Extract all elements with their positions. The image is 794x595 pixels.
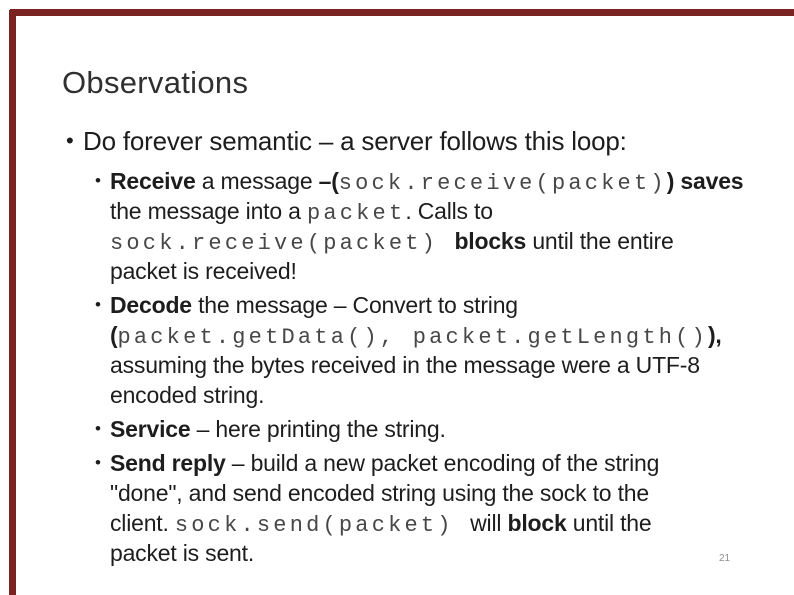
text-run: packet.getData(), packet.getLength()	[117, 325, 708, 350]
text-line: Decode the message – Convert to string	[110, 290, 722, 320]
text-run: Receive	[110, 168, 196, 194]
bullet-item-receive: • Receive a message –(sock.receive(packe…	[95, 166, 744, 286]
text-run: Decode	[110, 292, 192, 318]
text-line: Service – here printing the string.	[110, 414, 446, 444]
bullet-text: Decode the message – Convert to string (…	[110, 290, 722, 410]
text-line: (packet.getData(), packet.getLength()),	[110, 320, 722, 350]
text-run: "done", and send encoded string using th…	[110, 480, 649, 506]
text-run: blocks	[454, 228, 527, 254]
text-run: will	[470, 510, 508, 536]
bullet-text: Service – here printing the string.	[110, 414, 446, 444]
main-bullet-text: Do forever semantic – a server follows t…	[83, 126, 627, 156]
text-run: Send reply	[110, 450, 226, 476]
slide-title: Observations	[62, 65, 249, 100]
text-run: ) saves	[666, 168, 744, 194]
bullet-text: Send reply – build a new packet encoding…	[110, 448, 659, 568]
text-line: sock.receive(packet) blocks until the en…	[110, 226, 743, 256]
text-line: the message into a packet. Calls to	[110, 196, 743, 226]
text-line: Send reply – build a new packet encoding…	[110, 448, 659, 478]
text-run: –(	[318, 168, 339, 194]
text-run: until the entire	[526, 228, 674, 254]
text-run: Service	[110, 416, 191, 442]
text-run: . Calls to	[405, 198, 493, 224]
text-run: encoded string.	[110, 382, 265, 408]
text-run: – build a new packet encoding of the str…	[225, 450, 660, 476]
text-run: block	[507, 510, 567, 536]
text-line: packet is received!	[110, 256, 743, 286]
text-run: the message into a	[110, 198, 307, 224]
bullet-marker: •	[95, 419, 101, 438]
text-run: sock.receive(packet)	[110, 231, 455, 256]
text-run: client.	[110, 510, 175, 536]
text-run: the message – Convert to string	[191, 292, 518, 318]
bullet-marker: •	[95, 171, 101, 190]
text-line: packet is sent.	[110, 538, 659, 568]
sub-bullet-list: • Receive a message –(sock.receive(packe…	[95, 166, 744, 568]
bullet-item-send-reply: • Send reply – build a new packet encodi…	[95, 448, 743, 568]
text-run: assuming the bytes received in the messa…	[110, 352, 700, 378]
text-run: sock.receive(packet)	[338, 171, 667, 196]
text-run: until the	[566, 510, 652, 536]
text-run: packet	[306, 201, 406, 226]
page-number: 21	[719, 553, 731, 564]
bullet-marker: •	[95, 453, 101, 472]
text-line: client. sock.send(packet) will block unt…	[110, 508, 659, 538]
main-bullet: • Do forever semantic – a server follows…	[66, 124, 743, 158]
bullet-text: Receive a message –(sock.receive(packet)…	[110, 166, 744, 286]
text-run: (	[110, 322, 118, 348]
text-line: "done", and send encoded string using th…	[110, 478, 659, 508]
text-run: ),	[707, 322, 722, 348]
bullet-marker: •	[95, 295, 101, 314]
bullet-item-decode: • Decode the message – Convert to string…	[95, 290, 743, 410]
bullet-marker: •	[66, 128, 74, 153]
text-line: encoded string.	[110, 380, 722, 410]
text-line: Receive a message –(sock.receive(packet)…	[110, 166, 744, 196]
accent-bar-top	[10, 9, 794, 16]
text-run: packet is sent.	[110, 540, 255, 566]
text-run: a message	[195, 168, 319, 194]
slide-body: • Do forever semantic – a server follows…	[66, 124, 744, 568]
bullet-item-service: • Service – here printing the string.	[95, 414, 743, 444]
accent-bar-left	[9, 10, 16, 595]
text-run: sock.send(packet)	[174, 513, 471, 538]
text-run: – here printing the string.	[190, 416, 446, 442]
text-line: assuming the bytes received in the messa…	[110, 350, 722, 380]
text-run: packet is received!	[110, 258, 297, 284]
